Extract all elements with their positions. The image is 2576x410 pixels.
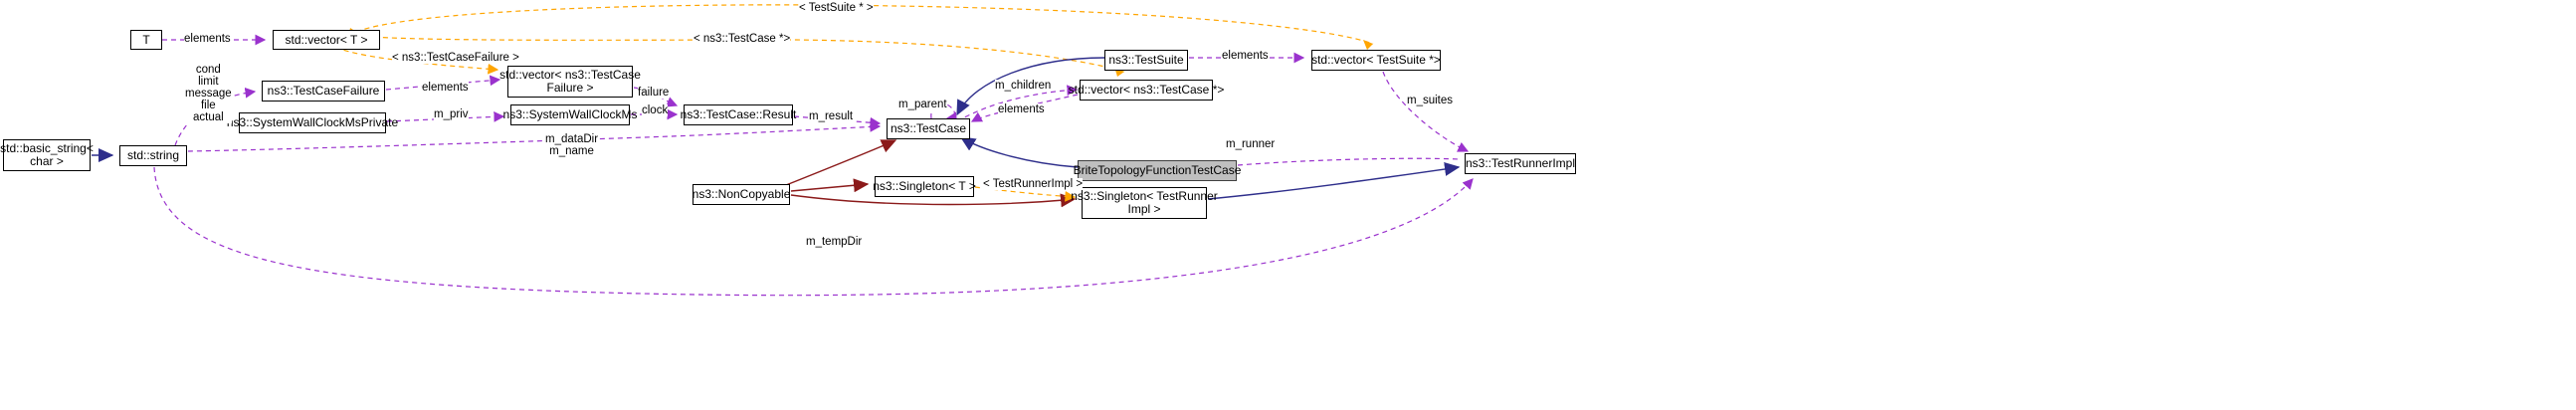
- edge-label-m-runner: m_runner: [1226, 138, 1276, 150]
- edge-label-testrunnerimpl-template: < TestRunnerImpl >: [983, 178, 1084, 190]
- edge-label-testsuite-template: < TestSuite * >: [799, 2, 874, 14]
- node-vector-testcase-ptr[interactable]: std::vector< ns3::TestCase *>: [1069, 80, 1224, 101]
- node-systemwallclockmsprivate[interactable]: ns3::SystemWallClockMsPrivate: [227, 112, 398, 133]
- edge-label-failure: failure: [638, 87, 670, 99]
- node-testsuite[interactable]: ns3::TestSuite: [1104, 50, 1188, 71]
- node-vector-t[interactable]: std::vector< T >: [273, 30, 380, 50]
- node-vector-testsuite-ptr[interactable]: std::vector< TestSuite *>: [1311, 50, 1441, 71]
- edge-label-elements-testsuite: elements: [1222, 50, 1269, 62]
- edge-label-elements-testcase: elements: [998, 103, 1045, 115]
- node-singleton-testrunnerimpl[interactable]: ns3::Singleton< TestRunner Impl >: [1071, 187, 1218, 219]
- edge-label-m-tempdir: m_tempDir: [806, 236, 863, 248]
- edge-label-m-result: m_result: [809, 110, 854, 122]
- edge-label-cond-limit-message-file-actual: cond limit message file actual: [185, 64, 232, 123]
- node-std-string[interactable]: std::string: [119, 145, 187, 166]
- edge-label-m-parent: m_parent: [898, 99, 947, 110]
- edge-label-m-children: m_children: [995, 80, 1052, 92]
- edge-label-m-priv: m_priv: [434, 108, 469, 120]
- edge-label-clock: clock: [642, 104, 669, 116]
- edge-label-elements-t: elements: [184, 33, 231, 45]
- node-systemwallclockms[interactable]: ns3::SystemWallClockMs: [503, 104, 637, 125]
- edge-label-m-suites: m_suites: [1407, 95, 1454, 106]
- edge-label-elements-testcasefailure: elements: [422, 82, 469, 94]
- node-testcase[interactable]: ns3::TestCase: [887, 118, 970, 139]
- node-testcase-result[interactable]: ns3::TestCase::Result: [681, 104, 796, 125]
- node-noncopyable[interactable]: ns3::NonCopyable: [693, 184, 790, 205]
- edge-label-m-datadir-m-name: m_dataDir m_name: [545, 133, 599, 157]
- node-britetopologyfunctiontestcase[interactable]: BriteTopologyFunctionTestCase: [1074, 160, 1241, 181]
- node-testrunnerimpl[interactable]: ns3::TestRunnerImpl: [1465, 153, 1576, 174]
- edge-label-testcase-template: < ns3::TestCase *>: [694, 33, 791, 45]
- node-singleton-t[interactable]: ns3::Singleton< T >: [873, 176, 976, 197]
- node-t[interactable]: T: [130, 30, 162, 50]
- edge-label-testcasefailure-template: < ns3::TestCaseFailure >: [392, 52, 519, 64]
- node-basic-string[interactable]: std::basic_string< char >: [0, 139, 94, 171]
- node-testcasefailure[interactable]: ns3::TestCaseFailure: [262, 81, 385, 102]
- node-vector-testcasefailure[interactable]: std::vector< ns3::TestCase Failure >: [499, 66, 641, 98]
